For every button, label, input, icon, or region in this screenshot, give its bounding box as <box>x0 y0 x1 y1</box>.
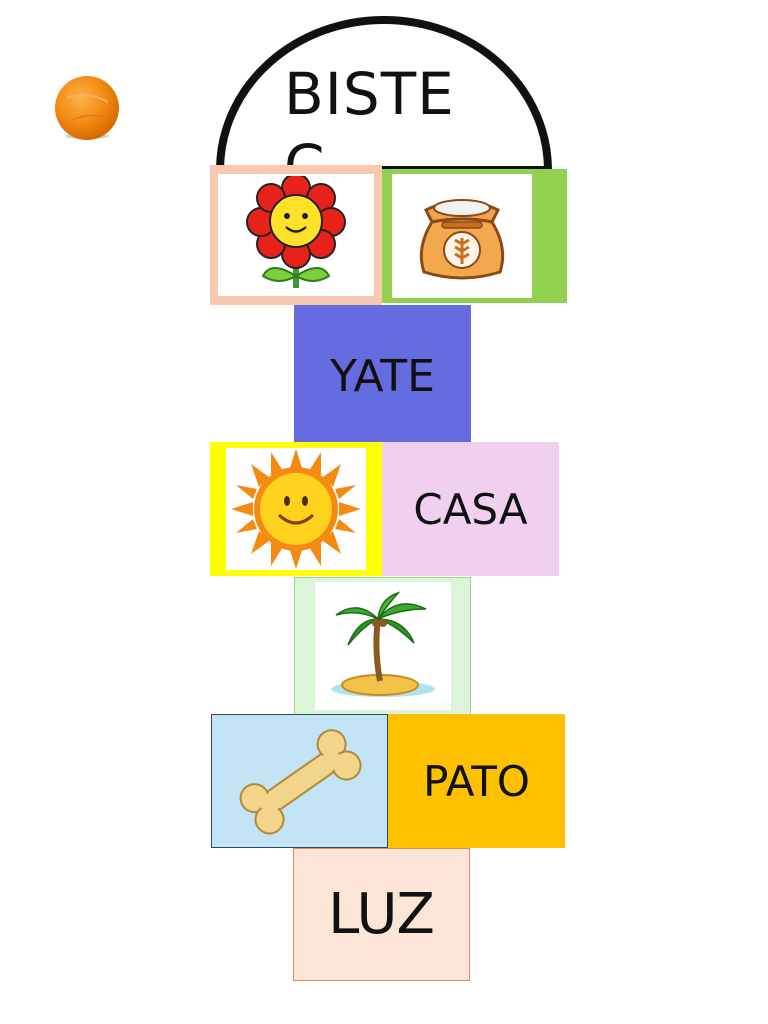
square-word: PATO <box>423 756 530 806</box>
square-bone[interactable] <box>211 714 388 848</box>
square-word: LUZ <box>328 882 435 947</box>
ball-icon <box>52 76 122 142</box>
square-sun[interactable] <box>210 442 382 576</box>
sun-icon <box>231 449 361 569</box>
bone-icon <box>239 729 362 835</box>
square-word: CASA <box>413 484 528 534</box>
square-yate[interactable]: YATE <box>294 305 471 448</box>
square-flour-sack[interactable] <box>382 169 567 303</box>
square-flower[interactable] <box>210 165 382 305</box>
square-island[interactable] <box>294 577 471 715</box>
island-icon <box>330 590 435 697</box>
square-luz[interactable]: LUZ <box>293 848 470 981</box>
hopscotch-dome[interactable] <box>214 10 554 175</box>
square-pato[interactable]: PATO <box>388 714 565 848</box>
flower-icon <box>246 176 346 288</box>
flour-sack-icon <box>419 199 505 280</box>
square-casa[interactable]: CASA <box>382 442 559 576</box>
square-word: YATE <box>330 351 435 402</box>
